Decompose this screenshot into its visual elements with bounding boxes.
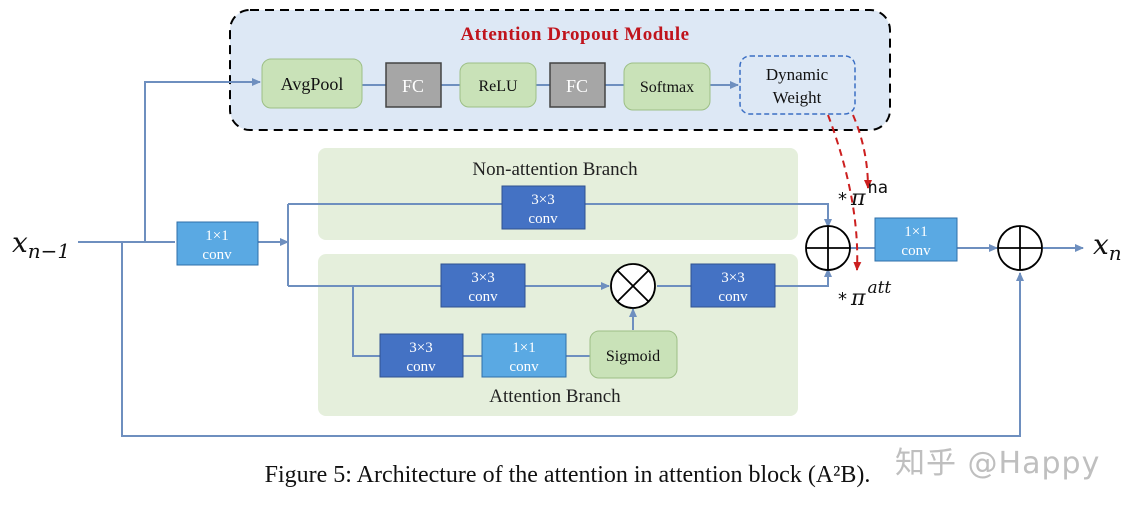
- multiply-operator: [610, 263, 656, 309]
- figure-caption: Figure 5: Architecture of the attention …: [264, 462, 871, 488]
- relu-label: ReLU: [478, 78, 518, 95]
- att-conv3x3-bottom-label-2: conv: [406, 359, 436, 375]
- att-conv3x3-top-block: [440, 263, 526, 308]
- conv1x1-output-label-1: 1×1: [904, 224, 927, 240]
- att-conv3x3-top-label-1: 3×3: [471, 270, 494, 286]
- na-conv3x3-label-1: 3×3: [531, 192, 554, 208]
- conv1x1-input-label-2: conv: [202, 247, 232, 263]
- module-title: Attention Dropout Module: [460, 24, 689, 45]
- input-label-base: x: [12, 226, 28, 259]
- fc-block-2: [549, 62, 606, 108]
- pi-na-pi: π: [850, 186, 866, 211]
- conv1x1-input-block: [176, 221, 259, 266]
- conv1x1-output-label-2: conv: [901, 243, 931, 259]
- fc-label-1: FC: [402, 76, 424, 96]
- output-label-sub: n: [1109, 241, 1122, 265]
- dynamic-weight-label-line2: Weight: [773, 88, 822, 107]
- input-label: xn−1: [12, 226, 70, 263]
- non-attention-branch-label: Non-attention Branch: [472, 159, 638, 180]
- sigmoid-label: Sigmoid: [606, 348, 660, 365]
- att-conv1x1-label-2: conv: [509, 359, 539, 375]
- avgpool-label: AvgPool: [281, 74, 344, 94]
- fc-label-2: FC: [566, 76, 588, 96]
- pi-att-sup: att: [867, 278, 891, 298]
- na-conv3x3-label-2: conv: [528, 211, 558, 227]
- att-conv3x3-out-label-1: 3×3: [721, 270, 744, 286]
- att-conv1x1-label-1: 1×1: [512, 340, 535, 356]
- sum-operator-branches: [805, 225, 851, 271]
- att-conv1x1-block: [481, 333, 567, 378]
- attention-branch-label: Attention Branch: [489, 386, 621, 407]
- relu-block: [459, 62, 537, 108]
- att-conv3x3-top-label-2: conv: [468, 289, 498, 305]
- output-label-base: x: [1093, 228, 1109, 261]
- dynamic-weight-arrows: [827, 114, 872, 271]
- pi-na-sup: na: [867, 178, 887, 198]
- dynamic-weight-block: [739, 55, 856, 115]
- sigmoid-block: [589, 330, 678, 379]
- conv1x1-output-block: [874, 217, 958, 262]
- connection-lines: [78, 78, 1084, 437]
- na-conv3x3-block: [501, 185, 586, 230]
- softmax-block: [623, 62, 711, 111]
- watermark: 知乎 @Happy: [895, 446, 1101, 481]
- pi-na-star: *: [838, 189, 847, 210]
- fc-block-1: [385, 62, 442, 108]
- softmax-label: Softmax: [640, 79, 694, 96]
- pi-att-star: *: [838, 289, 847, 310]
- att-conv3x3-out-label-2: conv: [718, 289, 748, 305]
- input-label-sub: n−1: [28, 239, 70, 263]
- conv1x1-input-label-1: 1×1: [205, 228, 228, 244]
- sum-operator-residual: [997, 225, 1043, 271]
- att-conv3x3-bottom-block: [379, 333, 464, 378]
- att-conv3x3-out-block: [690, 263, 776, 308]
- att-conv3x3-bottom-label-1: 3×3: [409, 340, 432, 356]
- output-label: xn: [1093, 228, 1122, 265]
- pi-att-pi: π: [850, 286, 866, 311]
- dynamic-weight-label-line1: Dynamic: [766, 65, 829, 84]
- avgpool-block: [261, 58, 363, 109]
